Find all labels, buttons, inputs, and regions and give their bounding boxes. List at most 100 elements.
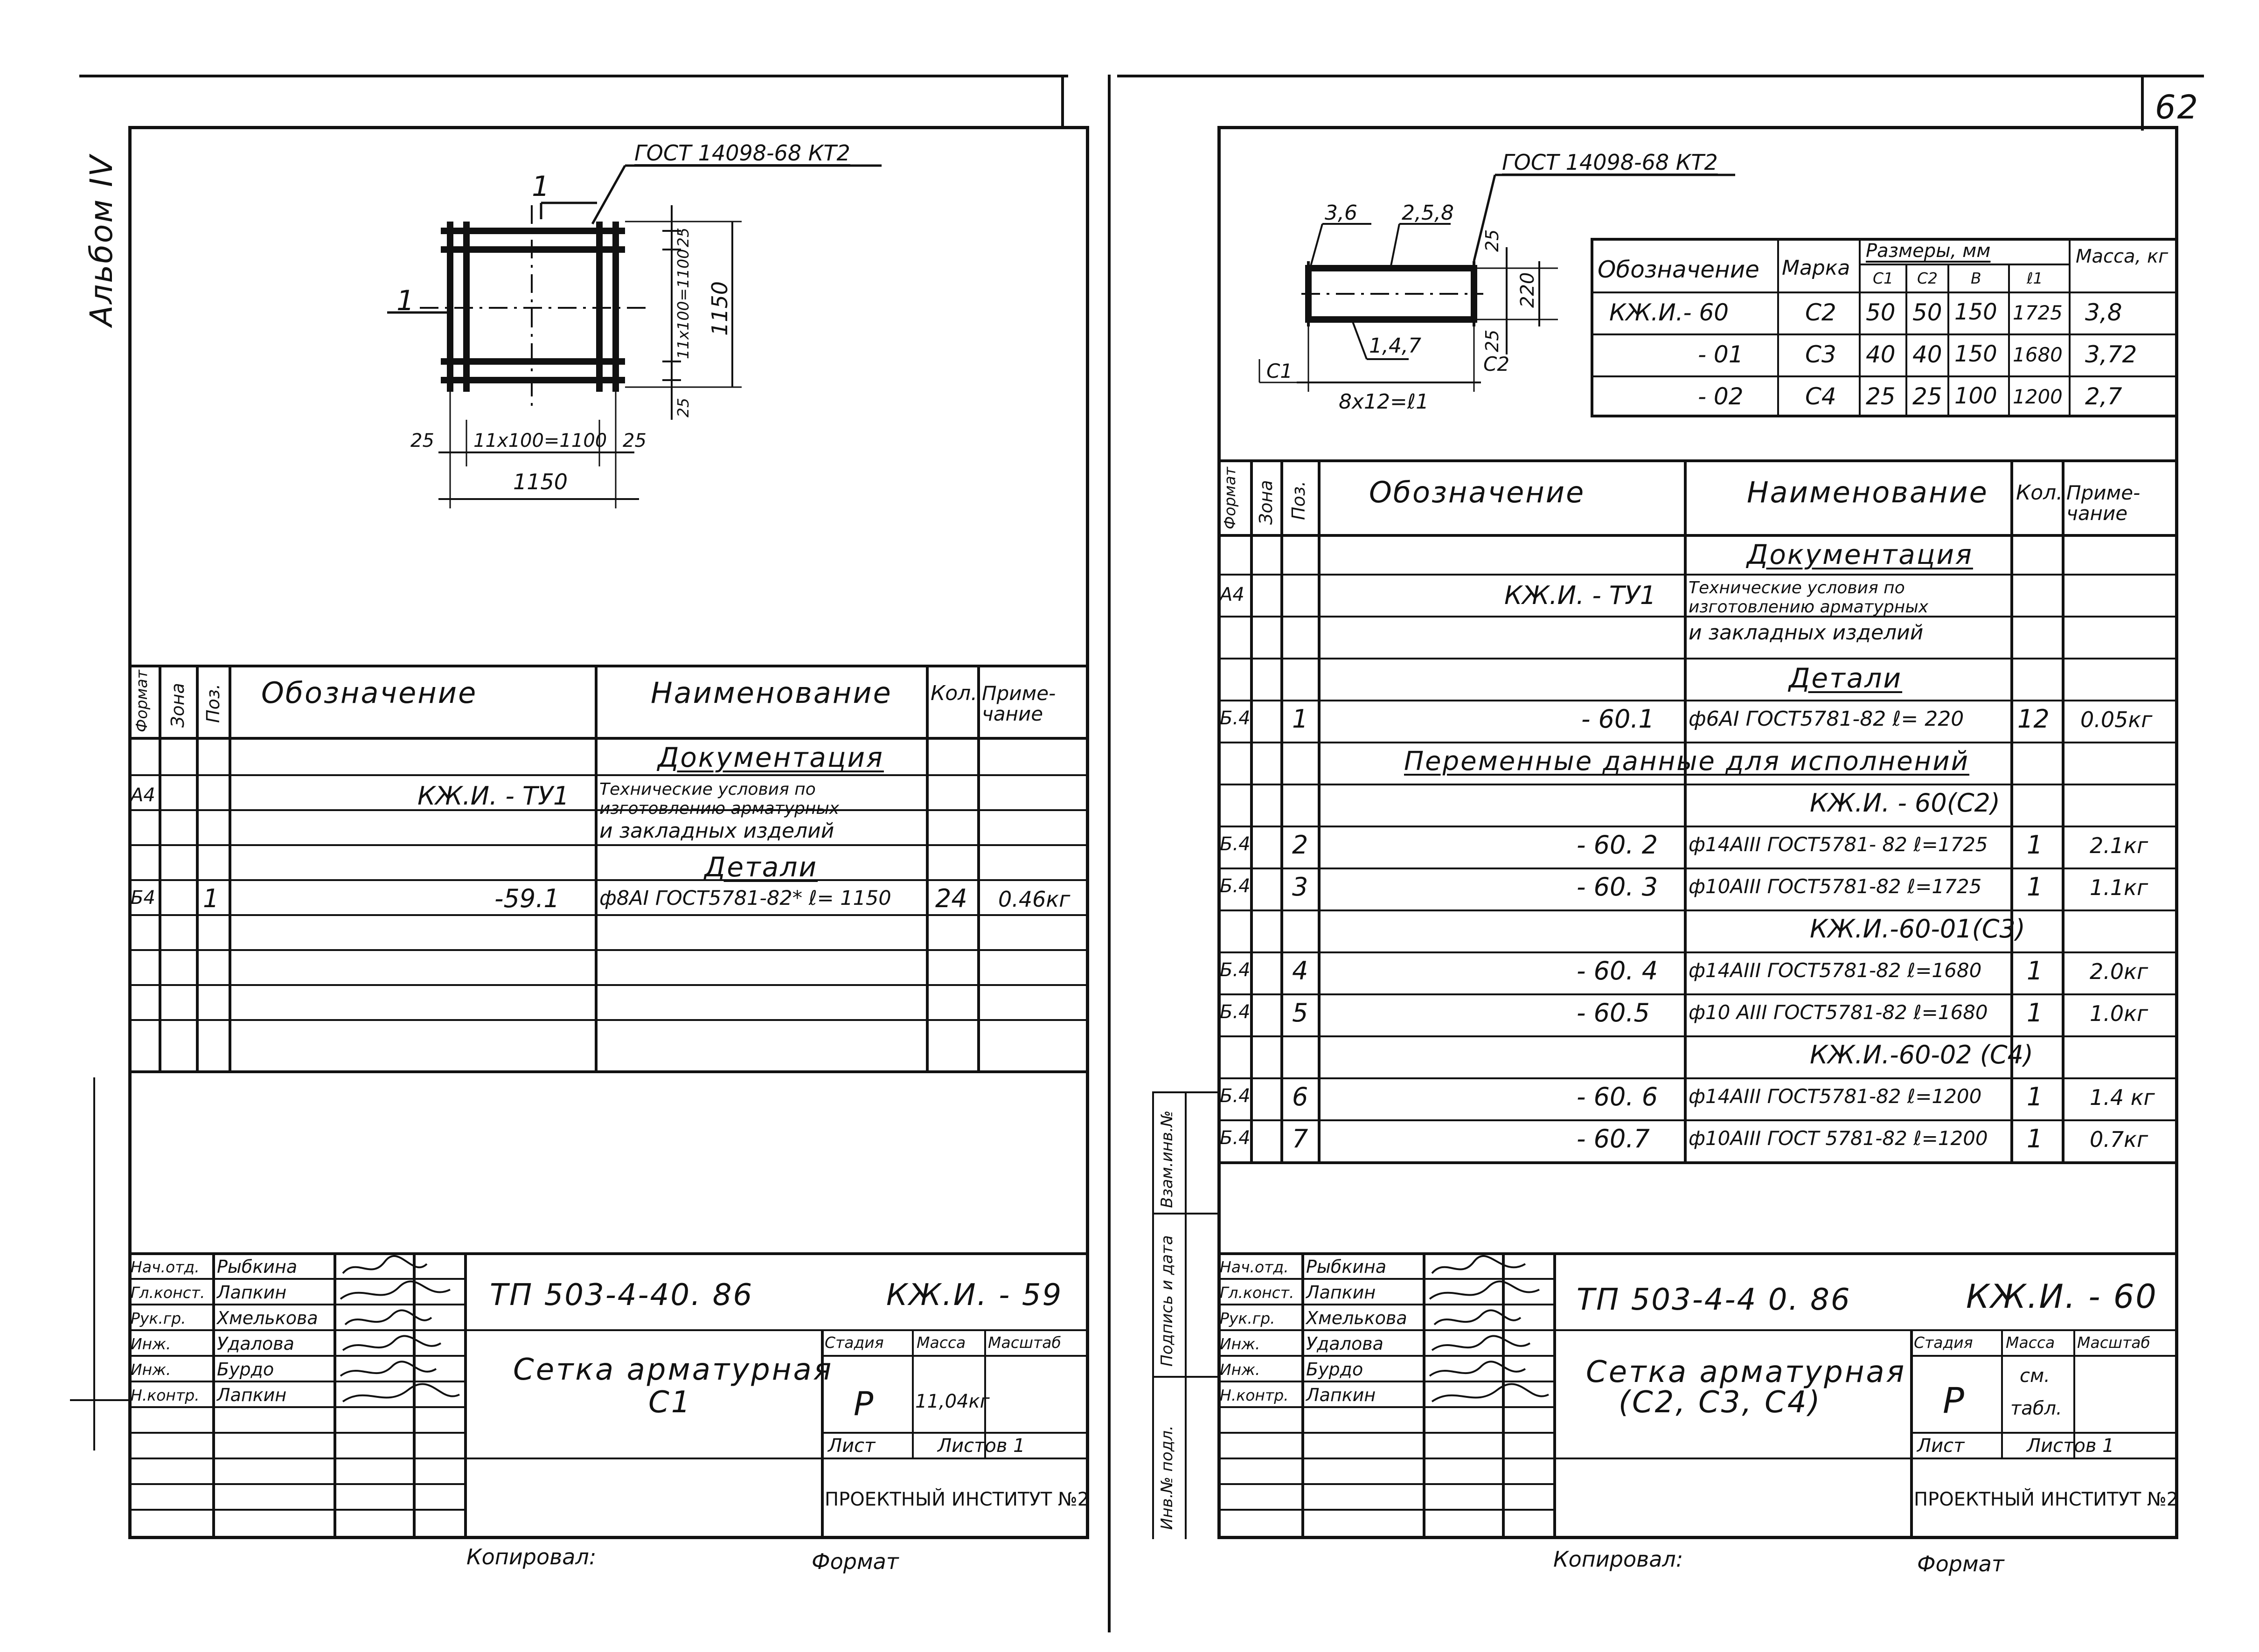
right-row-4-note: 2.0кг — [2090, 959, 2148, 984]
left-stamp-title-2: С1 — [648, 1385, 692, 1420]
sheet-divider — [1108, 75, 1111, 1632]
right-row-6-pos: 6 — [1292, 1082, 1308, 1111]
right-row-1-format: Б.4 — [1220, 708, 1251, 729]
right-row-tu-name2: и закладных изделий — [1689, 621, 1924, 645]
left-gost-label: ГОСТ 14098-68 КТ2 — [634, 140, 850, 166]
right-col-zone: Зона — [1256, 480, 1276, 525]
right-row-2-designation: - 60. 2 — [1577, 830, 1658, 860]
right-stamp-name-4: Удалова — [1306, 1333, 1383, 1354]
right-row-5-note: 1.0кг — [2090, 1001, 2148, 1026]
right-stamp-name-6: Лапкин — [1306, 1385, 1376, 1405]
right-row-2-qty: 1 — [2027, 830, 2043, 860]
mass-table-h-mass: Масса, кг — [2076, 246, 2169, 267]
right-stamp-mass-1: см. — [2020, 1365, 2050, 1387]
left-stamp-mass: 11,04кг — [915, 1391, 990, 1412]
right-dim-25-top: 25 — [1482, 229, 1502, 252]
right-footer-copied: Копировал: — [1553, 1547, 1683, 1572]
right-stamp-project: ТП 503-4-4 0. 86 — [1577, 1283, 1851, 1317]
right-dim-25-bottom: 25 — [1482, 329, 1502, 352]
left-row-details: Детали — [704, 851, 818, 883]
right-stamp-name-1: Рыбкина — [1306, 1256, 1387, 1277]
right-stamp-sheets-label: Листов 1 — [2027, 1435, 2114, 1457]
right-row-tu-designation: КЖ.И. - ТУ1 — [1504, 581, 1656, 610]
right-mass-table — [1591, 238, 2178, 417]
left-stamp-name-4: Удалова — [217, 1333, 294, 1354]
right-row-6-format: Б.4 — [1220, 1085, 1251, 1107]
right-col-pos: Поз. — [1288, 480, 1309, 520]
left-row-tu-designation: КЖ.И. - ТУ1 — [417, 781, 570, 811]
right-row-5-qty: 1 — [2027, 998, 2043, 1027]
page-number: 62 — [2155, 88, 2200, 126]
right-col-designation: Обозначение — [1369, 475, 1585, 509]
right-stamp-role-5: Инж. — [1220, 1360, 1260, 1379]
left-stamp-name-6: Лапкин — [217, 1385, 287, 1405]
right-footer-format: Формат — [1917, 1551, 2004, 1576]
right-label-147: 1,4,7 — [1369, 334, 1421, 358]
right-col-note: Приме-чание — [2066, 481, 2141, 525]
mass-table-sub-c1: С1 — [1873, 269, 1894, 287]
right-row-details: Детали — [1789, 662, 1903, 694]
right-row-4-pos: 4 — [1292, 956, 1308, 986]
mass-table-h-sizes: Размеры, мм — [1866, 240, 1991, 262]
left-row-tu-format: А4 — [131, 784, 155, 806]
mass-row-1-l1: 1725 — [2013, 301, 2063, 324]
left-row-docs: Документация — [658, 742, 884, 773]
mass-row-3-c2: 25 — [1912, 383, 1942, 410]
right-row-5-format: Б.4 — [1220, 1001, 1251, 1023]
right-row-1-name: ф6АI ГОСТ5781-82 ℓ= 220 — [1689, 707, 1964, 731]
left-stamp-project: ТП 503-4-40. 86 — [490, 1278, 754, 1312]
mass-row-1-c2: 50 — [1912, 299, 1942, 326]
left-signatures — [340, 1255, 460, 1402]
left-footer-format: Формат — [812, 1549, 899, 1574]
mass-row-2-l1: 1680 — [2013, 343, 2063, 366]
right-stamp-title-2: (С2, С3, С4) — [1619, 1385, 1822, 1420]
right-row-7-designation: - 60.7 — [1577, 1124, 1650, 1153]
mass-row-1-mass: 3,8 — [2085, 299, 2122, 326]
right-row-4-designation: - 60. 4 — [1577, 956, 1658, 986]
mass-row-2-c1: 40 — [1866, 341, 1896, 368]
right-row-6-name: ф14АIII ГОСТ5781-82 ℓ=1200 — [1689, 1085, 1982, 1108]
left-row-1-note: 0.46кг — [998, 887, 1070, 912]
left-table-header-bottom — [128, 737, 1089, 740]
mass-row-1-mark: С2 — [1805, 299, 1836, 326]
right-stamp-mass-label: Масса — [2006, 1333, 2055, 1352]
right-stamp-stage: Р — [1943, 1380, 1966, 1421]
right-row-4-format: Б.4 — [1220, 959, 1251, 981]
right-row-6-designation: - 60. 6 — [1577, 1082, 1658, 1111]
right-row-docs: Документация — [1747, 539, 1973, 570]
right-row-variable-data: Переменные данные для исполнений — [1404, 746, 1970, 777]
right-row-7-name: ф10АIII ГОСТ 5781-82 ℓ=1200 — [1689, 1127, 1988, 1150]
left-section-mark-left: 1 — [396, 285, 415, 317]
right-stamp-role-2: Гл.конст. — [1220, 1284, 1294, 1302]
right-stamp-mass-2: табл. — [2010, 1398, 2062, 1419]
right-row-1-pos: 1 — [1292, 704, 1308, 734]
left-stamp-role-2: Гл.конст. — [131, 1284, 205, 1302]
right-stamp-sheet-label: Лист — [1917, 1435, 1965, 1457]
mass-row-1-c1: 50 — [1866, 299, 1896, 326]
right-row-5-name: ф10 АIII ГОСТ5781-82 ℓ=1680 — [1689, 1001, 1988, 1024]
right-stamp-name-3: Хмелькова — [1306, 1308, 1407, 1328]
left-row-1-name: ф8АI ГОСТ5781-82* ℓ= 1150 — [599, 887, 891, 910]
left-dim-bottom-span: 11x100=1100 — [473, 430, 607, 451]
divider-tick — [1061, 75, 1064, 126]
right-label-c1: С1 — [1266, 360, 1293, 382]
left-stamp-role-6: Н.контр. — [131, 1386, 200, 1404]
top-rule-right — [1117, 75, 2204, 77]
left-sheet-frame — [128, 126, 1089, 1539]
right-row-variant-c4: КЖ.И.-60-02 (С4) — [1810, 1040, 2033, 1069]
left-col-pos: Поз. — [203, 683, 223, 723]
right-row-tu-format: А4 — [1220, 584, 1244, 605]
left-stamp-stage: Р — [854, 1385, 875, 1423]
left-stamp-name-3: Хмелькова — [217, 1308, 318, 1328]
right-row-2-pos: 2 — [1292, 830, 1308, 860]
right-row-7-note: 0.7кг — [2090, 1127, 2148, 1152]
left-row-tu-name: Технические условия по изготовлению арма… — [599, 780, 840, 819]
mass-row-3-c1: 25 — [1866, 383, 1896, 410]
left-stamp-mass-label: Масса — [917, 1333, 966, 1352]
right-row-3-pos: 3 — [1292, 872, 1308, 902]
right-row-2-name: ф14АIII ГОСТ5781- 82 ℓ=1725 — [1689, 833, 1988, 856]
left-stamp-institute: ПРОЕКТНЫЙ ИНСТИТУТ №2 — [825, 1489, 1090, 1510]
right-row-1-qty: 12 — [2017, 704, 2050, 734]
right-stamp-stage-label: Стадия — [1914, 1333, 1973, 1352]
right-row-7-format: Б.4 — [1220, 1127, 1251, 1149]
